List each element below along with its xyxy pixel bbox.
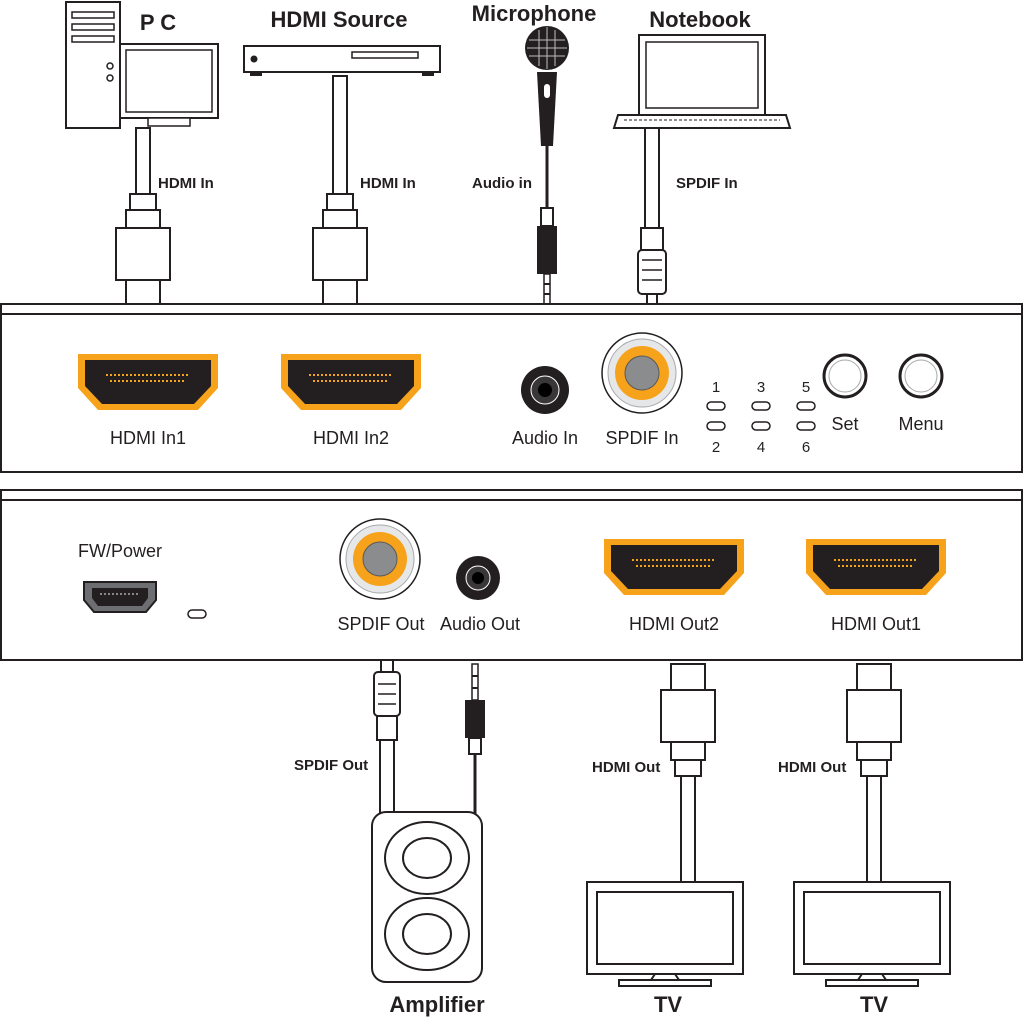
spdif-out-jack <box>339 518 421 600</box>
tv2-label: TV <box>860 992 888 1017</box>
pc-cable-label: HDMI In <box>158 175 214 192</box>
hdmi-in2-port <box>280 353 422 411</box>
fw-power-label: FW/Power <box>78 541 162 561</box>
spdif-in-jack <box>601 332 683 414</box>
led-label-5: 5 <box>802 379 810 396</box>
spdif-out-cable <box>373 659 401 815</box>
led-label-3: 3 <box>757 379 765 396</box>
spdif-in-label: SPDIF In <box>605 428 678 448</box>
led-label-4: 4 <box>757 439 765 456</box>
led-label-2: 2 <box>712 439 720 456</box>
menu-label: Menu <box>898 414 943 434</box>
audio-out-jack <box>456 556 500 600</box>
set-button[interactable] <box>822 353 868 399</box>
led-6 <box>796 421 816 431</box>
hdmi-out-tv2-cable <box>846 663 902 885</box>
microphone-label: Microphone <box>472 1 597 26</box>
audio-out-label: Audio Out <box>440 614 520 634</box>
hdmi-out-tv1-cable-label: HDMI Out <box>592 759 660 776</box>
tv1-label: TV <box>654 992 682 1017</box>
pc-label: P C <box>140 10 176 35</box>
hdmi-source-label: HDMI Source <box>271 7 408 32</box>
hdmi-in1-port <box>77 353 219 411</box>
hdmi-in2-label: HDMI In2 <box>313 428 389 448</box>
audio-out-cable <box>465 663 485 814</box>
audio-in-jack <box>521 366 569 414</box>
power-led <box>187 609 207 619</box>
pc-hdmi-cable <box>115 127 171 307</box>
led-5 <box>796 401 816 411</box>
menu-button[interactable] <box>898 353 944 399</box>
fw-power-port <box>83 581 157 613</box>
led-indicators: 1 3 5 2 4 6 <box>706 379 816 456</box>
hdmi-out1-port <box>805 538 947 596</box>
hdmi-source-cable <box>312 75 368 307</box>
hdmi-source-icon <box>243 45 441 76</box>
led-2 <box>706 421 726 431</box>
audio-in-label: Audio In <box>512 428 578 448</box>
hdmi-in1-label: HDMI In1 <box>110 428 186 448</box>
amplifier-label: Amplifier <box>389 992 485 1017</box>
microphone-icon <box>525 26 569 146</box>
notebook-spdif-cable <box>637 127 667 309</box>
led-label-1: 1 <box>712 379 720 396</box>
tv2-icon <box>793 881 951 987</box>
tv1-icon <box>586 881 744 987</box>
led-4 <box>751 421 771 431</box>
hdmi-out1-label: HDMI Out1 <box>831 614 921 634</box>
notebook-label: Notebook <box>649 7 751 32</box>
spdif-out-label: SPDIF Out <box>337 614 424 634</box>
hdmi-out2-label: HDMI Out2 <box>629 614 719 634</box>
notebook-cable-label: SPDIF In <box>676 175 738 192</box>
hdmi-out-tv2-cable-label: HDMI Out <box>778 759 846 776</box>
amplifier-icon <box>371 811 483 983</box>
spdif-out-cable-label: SPDIF Out <box>294 757 368 774</box>
microphone-audio-cable <box>537 146 557 305</box>
hdmi-out2-port <box>603 538 745 596</box>
led-1 <box>706 401 726 411</box>
hdmi-out-tv1-cable <box>660 663 716 885</box>
pc-icon <box>65 1 219 129</box>
microphone-cable-label: Audio in <box>472 175 532 192</box>
led-label-6: 6 <box>802 439 810 456</box>
set-label: Set <box>831 414 858 434</box>
notebook-icon <box>612 34 792 129</box>
led-3 <box>751 401 771 411</box>
hdmi-source-cable-label: HDMI In <box>360 175 416 192</box>
